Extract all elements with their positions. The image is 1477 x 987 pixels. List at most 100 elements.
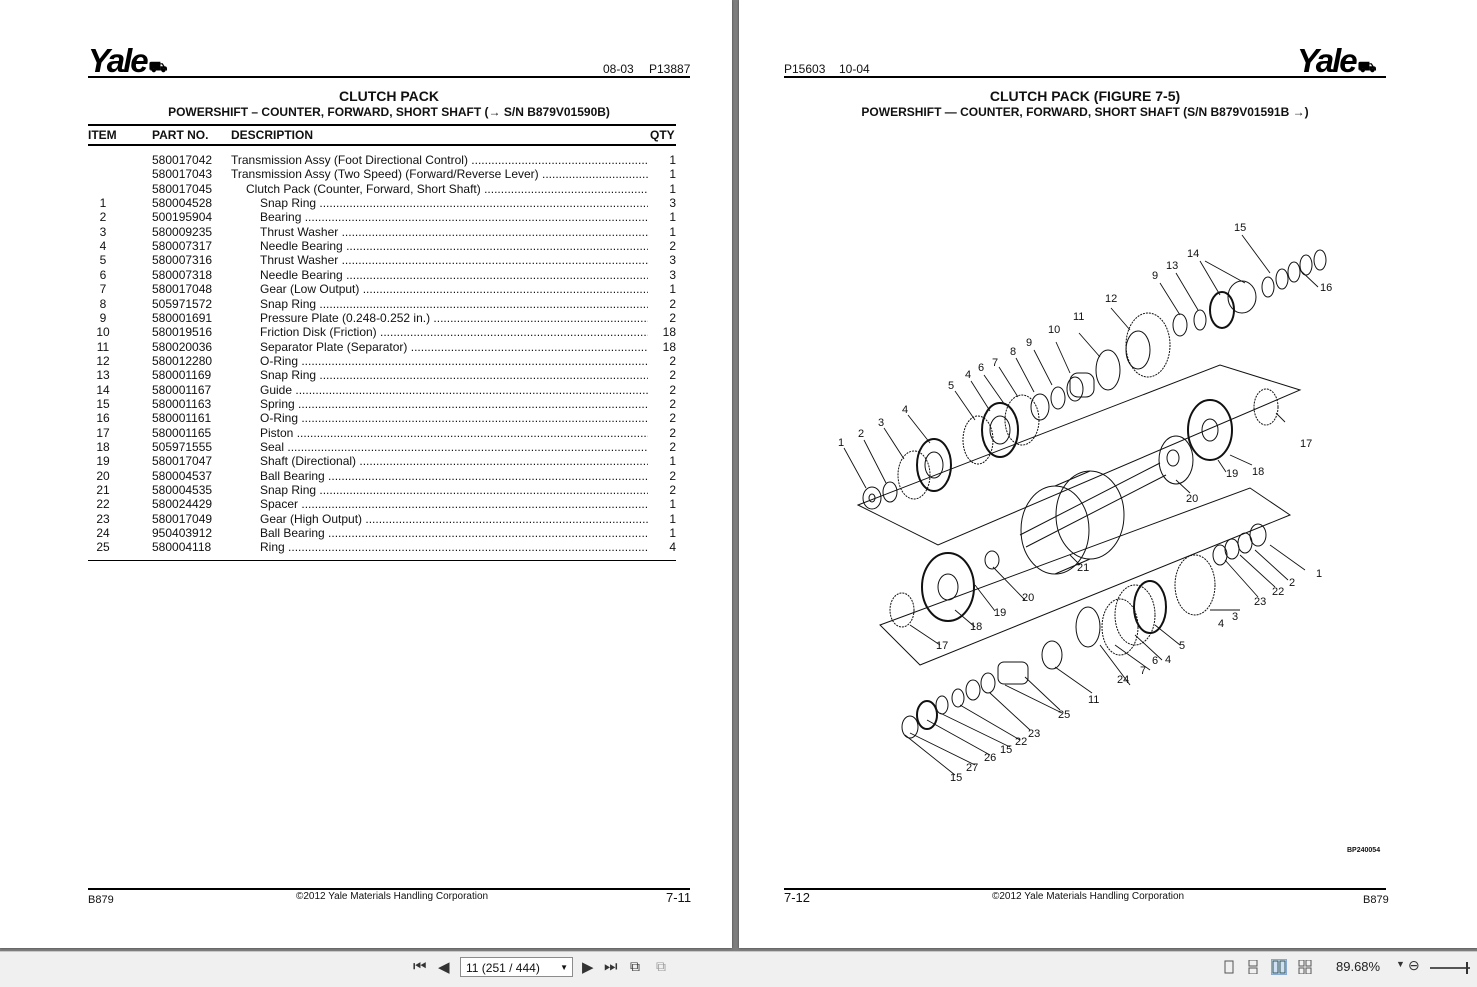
header-rule (784, 76, 1386, 78)
last-page-icon[interactable]: ⏭ (604, 958, 618, 975)
row-item: 5 (99, 253, 107, 268)
forklift-icon: ⛟ (1357, 59, 1377, 76)
row-part-number: 580001165 (152, 425, 212, 440)
row-part-number: 580012280 (152, 353, 213, 368)
continuous-facing-icon[interactable] (1298, 959, 1312, 975)
zoom-dropdown-icon[interactable]: ▼ (1396, 959, 1405, 969)
row-description: Spring (260, 397, 648, 411)
next-view-icon[interactable]: ⧉ (656, 958, 666, 974)
row-description: Thrust Washer (260, 225, 648, 239)
left-page: Yale⛟ 08-03 P13887 CLUTCH PACK POWERSHIF… (0, 0, 732, 948)
row-item: 8 (99, 296, 107, 311)
zoom-out-icon[interactable]: ⊖ (1408, 957, 1420, 973)
next-page-icon[interactable]: ▶ (582, 959, 594, 976)
header-pub-number: P13887 (649, 62, 691, 76)
table-row: 2500195904Bearing1 (88, 210, 676, 224)
zoom-level[interactable]: 89.68% (1336, 959, 1381, 974)
exploded-parts-diagram: 1 2 3 4 5 4 6 7 8 9 10 11 12 9 13 14 15 … (838, 222, 1332, 784)
yale-logo: Yale⛟ (1297, 42, 1377, 79)
col-header-item: ITEM (88, 128, 117, 142)
callout-9: 9 (1026, 337, 1032, 349)
upper-assembly-outline (856, 364, 1302, 546)
callout-15c: 15 (950, 772, 962, 784)
row-qty: 18 (662, 339, 676, 354)
table-row: 22580024429Spacer1 (88, 497, 676, 511)
row-part-number: 580001691 (152, 310, 213, 325)
row-qty: 2 (669, 353, 676, 368)
page-subtitle: POWERSHIFT – COUNTER, FORWARD, SHORT SHA… (168, 105, 610, 119)
row-qty: 1 (669, 526, 676, 541)
row-part-number: 580007317 (152, 239, 213, 254)
row-description: Needle Bearing (260, 268, 648, 282)
row-qty: 3 (669, 267, 676, 282)
callout-9b: 9 (1152, 270, 1158, 282)
callout-17b: 17 (936, 640, 948, 652)
previous-view-icon[interactable]: ⧉ (630, 958, 640, 974)
row-description: Friction Disk (Friction) (260, 325, 648, 339)
row-item: 1 (99, 196, 107, 211)
row-qty: 2 (669, 239, 676, 254)
row-qty: 2 (669, 368, 676, 383)
row-item: 25 (96, 540, 110, 555)
viewer-toolbar (0, 951, 1477, 987)
zoom-slider[interactable] (1430, 967, 1470, 969)
row-description: Gear (High Output) (260, 512, 648, 526)
zoom-slider-thumb[interactable] (1466, 962, 1468, 974)
callout-18: 18 (1252, 466, 1264, 478)
callout-5b: 5 (1179, 640, 1185, 652)
callout-1: 1 (838, 437, 844, 449)
prev-page-icon[interactable]: ◀ (438, 959, 450, 976)
row-description: Snap Ring (260, 368, 648, 382)
row-description: Bearing (260, 210, 648, 224)
callout-24: 24 (1117, 674, 1129, 686)
row-qty: 1 (669, 153, 676, 167)
row-qty: 2 (669, 468, 676, 483)
row-qty: 3 (669, 253, 676, 268)
row-description: Ring (260, 540, 648, 554)
row-part-number: 580004535 (152, 483, 213, 498)
row-description: Piston (260, 426, 648, 440)
callout-25: 25 (1058, 709, 1070, 721)
page-number-select[interactable]: 11 (251 / 444) ▼ (460, 957, 573, 977)
row-qty: 2 (669, 440, 676, 454)
row-description: Transmission Assy (Two Speed) (Forward/R… (231, 167, 648, 181)
row-description: O-Ring (260, 354, 648, 368)
footer-copyright: ©2012 Yale Materials Handling Corporatio… (296, 891, 489, 902)
row-description: Seal (260, 440, 648, 454)
callout-23: 23 (1254, 596, 1266, 608)
row-description: Ball Bearing (260, 526, 648, 540)
table-header-rule (88, 144, 676, 146)
table-bottom-rule (88, 560, 676, 561)
leader-lines (843, 234, 1319, 776)
callout-26: 26 (984, 752, 996, 764)
continuous-icon[interactable] (1246, 959, 1260, 975)
row-item: 21 (96, 483, 110, 498)
single-page-icon[interactable] (1222, 960, 1236, 974)
row-qty: 2 (669, 382, 676, 397)
callout-3b: 3 (1232, 611, 1238, 623)
callout-23b: 23 (1028, 728, 1040, 740)
page-title: CLUTCH PACK (338, 88, 440, 104)
row-part-number: 580009235 (152, 224, 213, 239)
callout-27: 27 (966, 762, 978, 774)
row-description: Separator Plate (Separator) (260, 340, 648, 354)
row-description: Thrust Washer (260, 253, 648, 267)
facing-icon[interactable] (1271, 959, 1287, 975)
footer-model: B879 (88, 894, 114, 906)
row-item: 11 (96, 339, 110, 354)
row-part-number: 580017042 (152, 153, 213, 167)
row-qty: 4 (669, 540, 676, 555)
row-qty: 1 (669, 497, 676, 512)
row-item: 22 (96, 497, 110, 512)
row-item: 20 (96, 468, 110, 483)
row-item: 9 (99, 310, 107, 325)
first-page-icon[interactable]: ⏮ (413, 958, 427, 975)
